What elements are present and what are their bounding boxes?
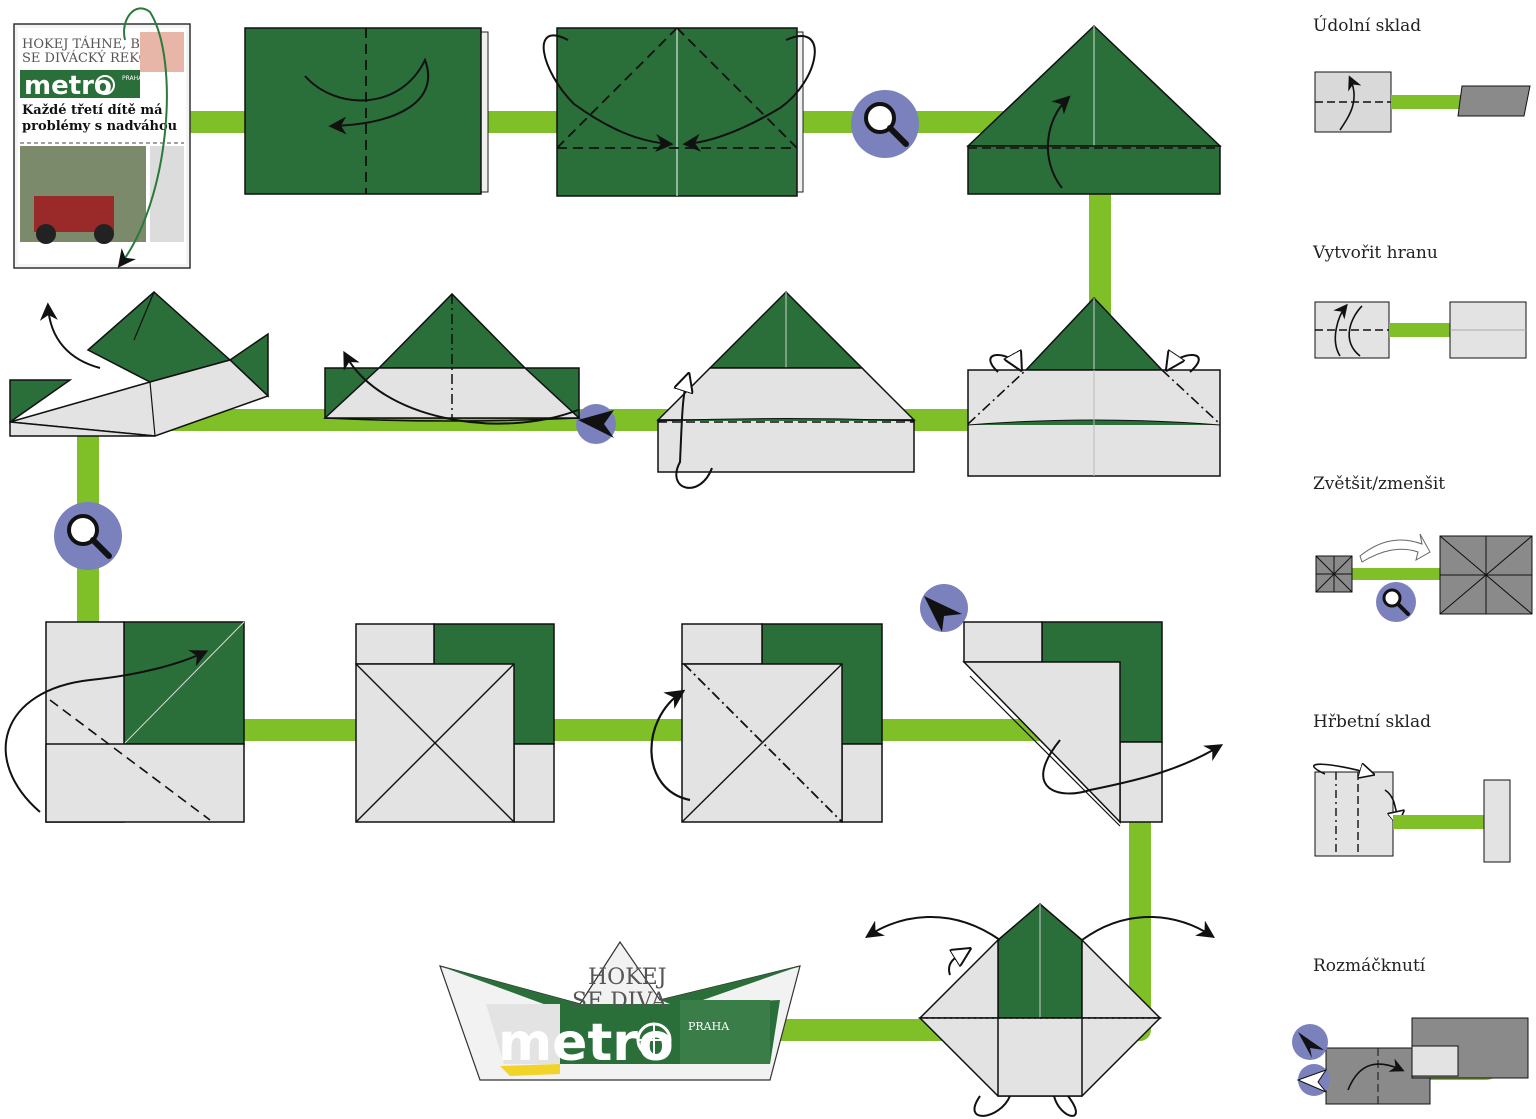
step-4-triangle	[966, 24, 1222, 195]
newspaper-story-line1: Každé třetí dítě má	[22, 103, 163, 118]
step-9-square	[4, 621, 245, 823]
step-12-squash	[962, 621, 1224, 827]
step-11-mountain-fold	[650, 623, 883, 823]
step-5-fold-brim	[967, 296, 1221, 477]
legend-mountain-fold-example	[1312, 764, 1511, 863]
boat-headline-fragment1: HOKEJ	[588, 965, 667, 990]
step-10-square	[355, 623, 555, 823]
newspaper-headline-line2: SE DIVÁCKÝ REKORD	[22, 50, 170, 66]
step-1-newspaper: HOKEJ TÁHNE, BLÍŽÍ SE DIVÁCKÝ REKORD met…	[13, 7, 191, 269]
step-2-fold-half	[244, 27, 489, 195]
newspaper-headline-line1: HOKEJ TÁHNE, BLÍŽÍ	[22, 36, 168, 52]
legend-crease-label: Vytvořit hranu	[1313, 243, 1438, 263]
newspaper-story-line2: problémy s nadváhou	[22, 119, 177, 134]
magnifier-icon	[851, 90, 919, 158]
step-13-pull-sides	[864, 903, 1216, 1117]
push-arrow-icon	[920, 584, 968, 632]
step-8-open-hat	[9, 290, 270, 437]
boat-masthead: metro	[498, 1013, 674, 1073]
step-3-fold-corners	[542, 27, 816, 197]
legend-squash-label: Rozmáčknutí	[1313, 956, 1426, 976]
step-14-finished-boat: metro PRAHA HOKEJ SE DIVA	[439, 940, 801, 1081]
legend-valley-fold-label: Údolní sklad	[1313, 16, 1422, 36]
step-path	[77, 111, 1151, 1041]
boat-headline-fragment2: SE DIVA	[572, 989, 668, 1014]
newspaper-city: PRAHA	[122, 75, 143, 82]
newspaper-masthead: metro	[24, 71, 112, 101]
legend-zoom-example	[1315, 533, 1533, 622]
legend-squash-example	[1292, 1017, 1529, 1105]
legend-mountain-fold-label: Hřbetní sklad	[1313, 712, 1431, 732]
legend-zoom-label: Zvětšit/zmenšit	[1313, 474, 1446, 494]
boat-city: PRAHA	[688, 1020, 730, 1033]
legend-valley-fold-example	[1314, 71, 1531, 133]
legend-crease-example	[1314, 301, 1527, 359]
magnifier-icon	[54, 502, 122, 570]
step-7-fold-corner	[323, 292, 581, 425]
step-6-fold-brim	[656, 290, 916, 489]
push-arrow-icon	[576, 404, 616, 444]
